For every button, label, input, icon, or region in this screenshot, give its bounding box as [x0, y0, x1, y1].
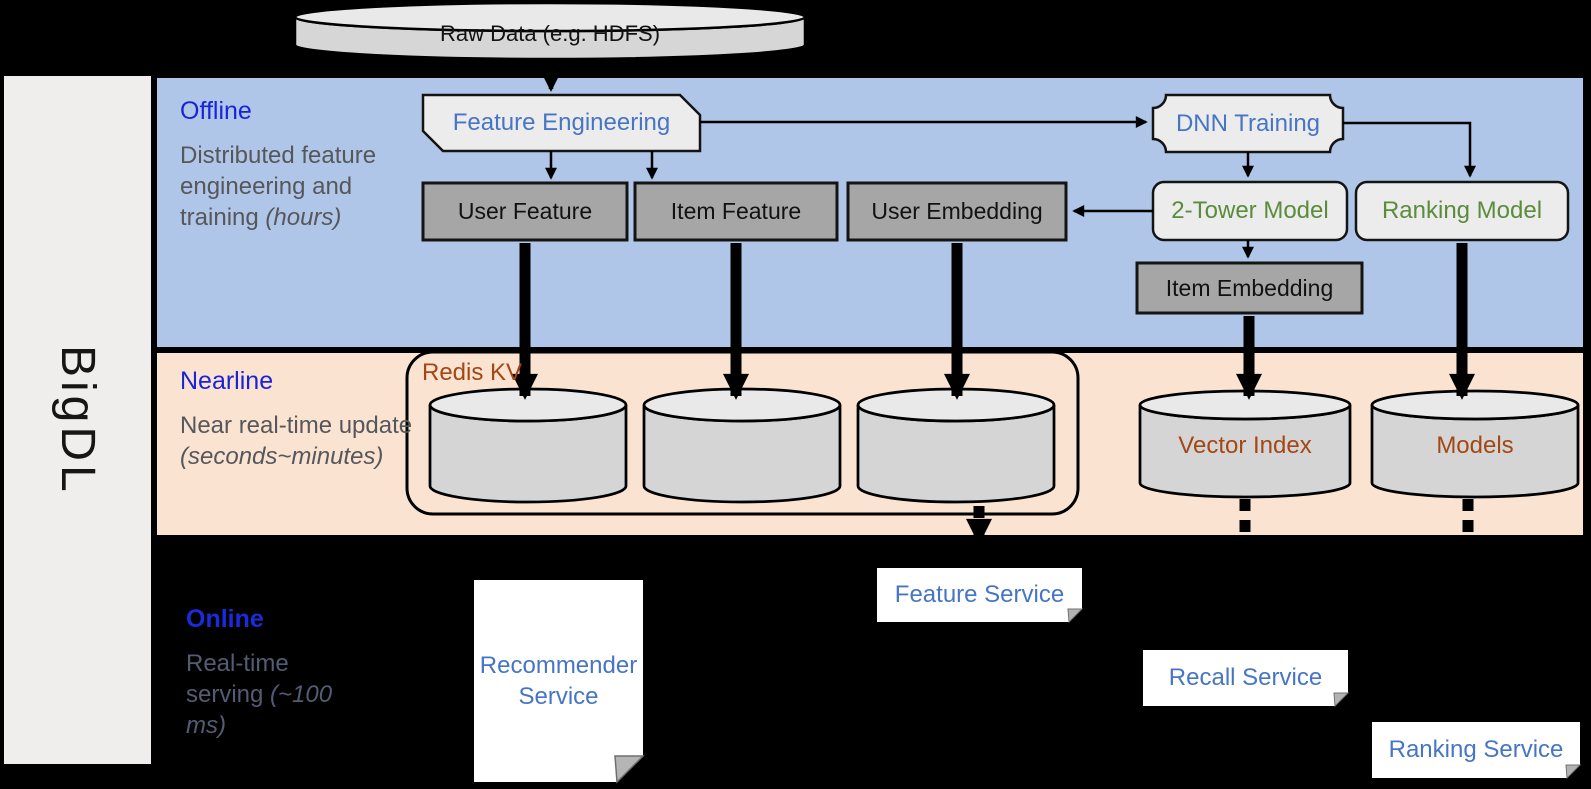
user-feature-shape [421, 181, 629, 242]
item-embedding-shape [1135, 261, 1364, 315]
bigdl-sidebar: BigDL [4, 76, 151, 764]
nearline-band-description: Near real-time update (seconds~minutes) [180, 410, 440, 510]
vector-index-node: Vector Index [1178, 432, 1312, 460]
models-node: Models [1436, 432, 1514, 460]
online-desc-note: (~100 ms) [186, 681, 333, 739]
ranking-service-shape [1372, 722, 1582, 780]
recommender-service-node: Recommender Service [479, 651, 638, 710]
recall-service-shape [1143, 650, 1350, 708]
redis-kv-label: Redis KV [422, 359, 523, 387]
offline-desc-note: (hours) [265, 204, 342, 231]
recommender-service-doc-shape [474, 580, 645, 784]
nearline-desc-note: (seconds~minutes) [180, 443, 384, 470]
ranking-service-fold [1565, 764, 1582, 780]
offline-band-description: Distributed feature engineering and trai… [180, 140, 420, 270]
online-band-label: Online [186, 604, 264, 633]
user-embedding-node: User Embedding [871, 198, 1043, 225]
bigdl-brand-text: BigDL [51, 344, 104, 496]
item-feature-node: Item Feature [670, 198, 802, 225]
ranking-model-shape [1354, 180, 1570, 242]
recall-service-node: Recall Service [1168, 664, 1323, 692]
redis-cylinder-1 [428, 387, 628, 504]
online-desc-text: Real-time serving [186, 650, 289, 708]
ranking-model-node: Ranking Model [1381, 197, 1543, 225]
feature-engineering-shape [421, 93, 702, 153]
models-cylinder [1370, 389, 1580, 499]
recall-service-fold [1333, 692, 1350, 708]
redis-cylinder-2 [642, 387, 842, 504]
online-band-description: Real-time serving (~100 ms) [186, 648, 346, 748]
feature-service-node: Feature Service [894, 581, 1065, 609]
redis-kv-container [405, 350, 1080, 516]
raw-data-cylinder [293, 1, 807, 61]
user-embedding-shape [846, 181, 1068, 242]
feature-service-shape [877, 568, 1084, 624]
two-tower-model-node: 2-Tower Model [1171, 197, 1329, 225]
redis-cylinder-3 [856, 387, 1056, 504]
feature-engineering-node: Feature Engineering [452, 109, 671, 137]
offline-band-label: Offline [180, 96, 252, 125]
nearline-desc-text: Near real-time update [180, 412, 413, 439]
arrow-dnn-to-rankingmodel [1343, 121, 1476, 178]
item-feature-shape [633, 181, 839, 242]
item-embedding-node: Item Embedding [1165, 274, 1334, 301]
offline-desc-text: Distributed feature engineering and trai… [180, 142, 377, 231]
feature-service-fold [1067, 608, 1084, 624]
vector-index-cylinder [1138, 389, 1352, 499]
raw-data-node: Raw Data (e.g. HDFS) [439, 21, 661, 47]
ranking-service-node: Ranking Service [1388, 736, 1564, 764]
dnn-training-shape [1151, 93, 1345, 154]
recommender-doc-fold [614, 755, 645, 784]
dnn-training-node: DNN Training [1175, 109, 1321, 137]
nearline-band-label: Nearline [180, 366, 274, 395]
user-feature-node: User Feature [457, 198, 593, 225]
